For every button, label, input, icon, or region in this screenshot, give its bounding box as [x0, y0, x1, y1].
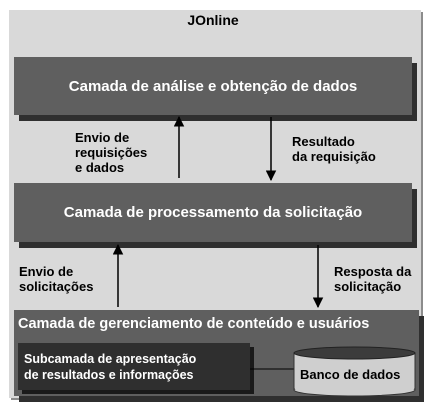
note-send-requests-line2: requisições	[75, 145, 148, 160]
layer-processing-label: Camada de processamento da solicitação	[63, 204, 363, 221]
note-request-result-line2: da requisição	[292, 149, 376, 164]
note-send-requests-line3: e dados	[75, 160, 125, 175]
note-solicitation-response-line1: Resposta da	[334, 264, 412, 279]
layer-content-management-label: Camada de gerenciamento de conteúdo e us…	[18, 316, 370, 332]
database-label: Banco de dados	[300, 367, 401, 382]
note-send-requests-line1: Envio de	[75, 130, 130, 145]
layer-analysis-label: Camada de análise e obtenção de dados	[68, 77, 358, 95]
note-send-solicitations-line2: solicitações	[19, 279, 94, 294]
note-solicitation-response-line2: solicitação	[334, 279, 402, 294]
diagram-title: JOnline	[187, 12, 239, 28]
presentation-sublayer: Subcamada de apresentação de resultados …	[18, 343, 250, 390]
presentation-sublayer-line2: de resultados e informações	[24, 367, 194, 382]
note-solicitation-response: Resposta da solicitação	[334, 264, 411, 294]
note-request-result: Resultado da requisição	[292, 134, 376, 164]
note-send-solicitations-line1: Envio de	[19, 264, 74, 279]
note-request-result-line1: Resultado	[292, 134, 355, 149]
note-send-solicitations: Envio de solicitações	[19, 264, 93, 294]
layer-processing: Camada de processamento da solicitação	[14, 183, 412, 242]
layer-analysis: Camada de análise e obtenção de dados	[14, 57, 412, 115]
database-cylinder	[293, 346, 416, 397]
presentation-sublayer-line1: Subcamada de apresentação	[24, 351, 197, 366]
note-send-requests: Envio de requisições e dados	[75, 130, 147, 175]
